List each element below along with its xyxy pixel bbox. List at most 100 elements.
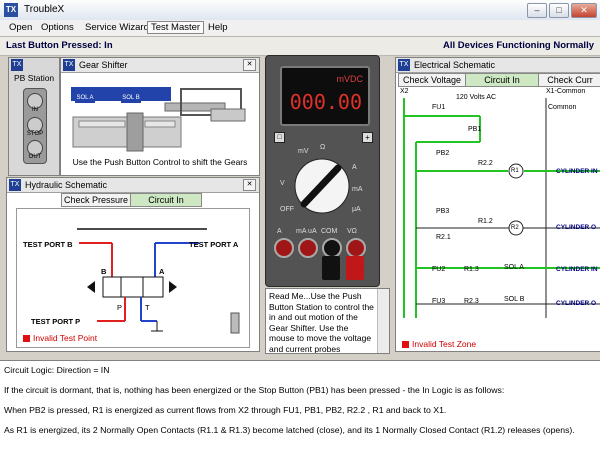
hydraulic-diagram [17,209,249,347]
pb3-label: PB3 [436,208,449,215]
supply-label: 120 Volts AC [456,94,496,101]
last-button-status: Last Button Pressed: In [6,40,113,51]
pressure-probe-icon[interactable] [231,313,239,333]
in-button-label: IN [24,107,46,113]
valve-actuator-left [87,281,95,293]
fu3-label: FU3 [432,298,445,305]
r2-3-label: R2.3 [464,298,479,305]
valve-section [103,277,121,297]
stop-button-label: STOP [24,131,46,137]
x1-label: X1-Common [546,88,585,95]
r2-1-label: R2.1 [436,234,451,241]
sol-b-label: SOL B [504,296,524,303]
panel-icon: TX [9,179,21,191]
hydraulic-schematic-panel: TX Hydraulic Schematic ✕ Check Pressure … [6,177,260,352]
fu2-label: FU2 [432,266,445,273]
jack-label-v-ohm: VΩ [347,228,357,235]
cylinder-end [211,109,245,121]
a-jack[interactable] [274,238,294,258]
v-ohm-jack[interactable] [346,238,366,258]
range-button-icon[interactable]: □ [274,132,285,143]
cylinder-in-label-2: CYLINDER IN [556,266,598,273]
red-probe-icon[interactable] [346,256,364,280]
test-port-a-label[interactable]: TEST PORT A [189,240,238,249]
menu-service-wizard[interactable]: Service Wizard [82,22,152,33]
push-button-box: IN STOP OUT [23,88,47,164]
port-b-marker: B [101,267,106,276]
ladder-diagram [396,86,600,351]
shaft [145,121,175,127]
test-port-b-label[interactable]: TEST PORT B [23,240,73,249]
pb-station-panel: TX PB Station IN STOP OUT [8,57,60,176]
panel-icon: TX [11,59,23,71]
jack-label-a: A [277,228,282,235]
menu-open[interactable]: Open [6,22,35,33]
menu-help[interactable]: Help [205,22,231,33]
port-a-marker: A [159,267,164,276]
sol-a-label: SOL A [75,93,95,103]
menu-options[interactable]: Options [38,22,77,33]
devices-status: All Devices Functioning Normally [443,40,594,51]
readme-scrollbar[interactable] [377,289,389,353]
gear-block [127,113,143,151]
out-button-label: OUT [24,154,46,160]
cylinder-in-label: CYLINDER IN [556,168,598,175]
test-port-p-label[interactable]: TEST PORT P [31,317,80,326]
gear-shifter-title: Gear Shifter [79,60,128,70]
hydraulic-title: Hydraulic Schematic [25,180,107,190]
cylinder-out-label: CYLINDER O [556,224,596,231]
r2-coil-label: R2 [511,225,519,231]
dial-label-v: V [280,180,285,187]
com-jack[interactable] [322,238,342,258]
meter-unit: mVDC [337,74,364,84]
hold-button-icon[interactable]: + [362,132,373,143]
dial-label-mv: mV [298,148,309,155]
r1-2-label: R1.2 [478,218,493,225]
maximize-button[interactable]: □ [549,3,569,18]
r1-3-label: R1.3 [464,266,479,273]
hydraulic-diagram-area: TEST PORT B TEST PORT A TEST PORT P B A … [16,208,250,348]
menu-bar: Open Options Service Wizard Test Master … [0,20,600,36]
dial-label-a: A [352,164,357,171]
circuit-logic-text[interactable]: Circuit Logic: Direction = IN If the cir… [0,360,600,450]
logic-line: Circuit Logic: Direction = IN [4,365,110,375]
pb2-label: PB2 [436,150,449,157]
r1-coil-label: R1 [511,168,519,174]
menu-test-master[interactable]: Test Master [147,21,204,34]
invalid-indicator-icon [402,341,409,348]
status-line: Last Button Pressed: In All Devices Func… [0,36,600,56]
valve-section [143,277,163,297]
tab-circuit-in[interactable]: Circuit In [130,193,202,207]
x2-label: X2 [400,88,409,95]
port-p-marker: P [117,303,122,312]
dial-label-ma: mA [352,186,363,193]
logic-line: If the circuit is dormant, that is, noth… [4,385,504,395]
ma-ua-jack[interactable] [298,238,318,258]
close-panel-icon[interactable]: ✕ [243,59,256,71]
valve-actuator-right [169,281,177,293]
close-panel-icon[interactable]: ✕ [243,179,256,191]
window-title: TroubleX [24,4,64,15]
tab-circuit-in[interactable]: Circuit In [465,73,539,87]
tab-check-current[interactable]: Check Curr [538,73,600,87]
gear-shifter-panel: TX Gear Shifter ✕ SOL A SOL B Use the Pu… [60,57,260,176]
gear-shifter-instruction: Use the Push Button Control to shift the… [61,157,259,167]
black-probe-icon[interactable] [322,256,340,280]
dial-label-ua: μA [352,206,361,213]
close-button[interactable]: ✕ [571,3,597,18]
invalid-test-point-label: Invalid Test Point [33,333,97,343]
tab-check-pressure[interactable]: Check Pressure [61,193,131,207]
cylinder-out-label-2: CYLINDER O [556,300,596,307]
tab-check-voltage[interactable]: Check Voltage [398,73,466,87]
invalid-test-zone-label: Invalid Test Zone [412,339,476,349]
electrical-schematic-panel: TX Electrical Schematic Check Voltage Ci… [395,57,600,352]
dial-label-ohm: Ω [320,144,325,151]
selector-dial[interactable] [292,156,352,216]
readme-box[interactable]: Read Me...Use the Push Button Station to… [265,288,390,354]
minimize-button[interactable]: – [527,3,547,18]
valve-section [121,277,143,297]
shaft [79,121,125,127]
port-t-marker: T [145,303,150,312]
electrical-title: Electrical Schematic [414,60,495,70]
panel-icon: TX [398,59,410,71]
